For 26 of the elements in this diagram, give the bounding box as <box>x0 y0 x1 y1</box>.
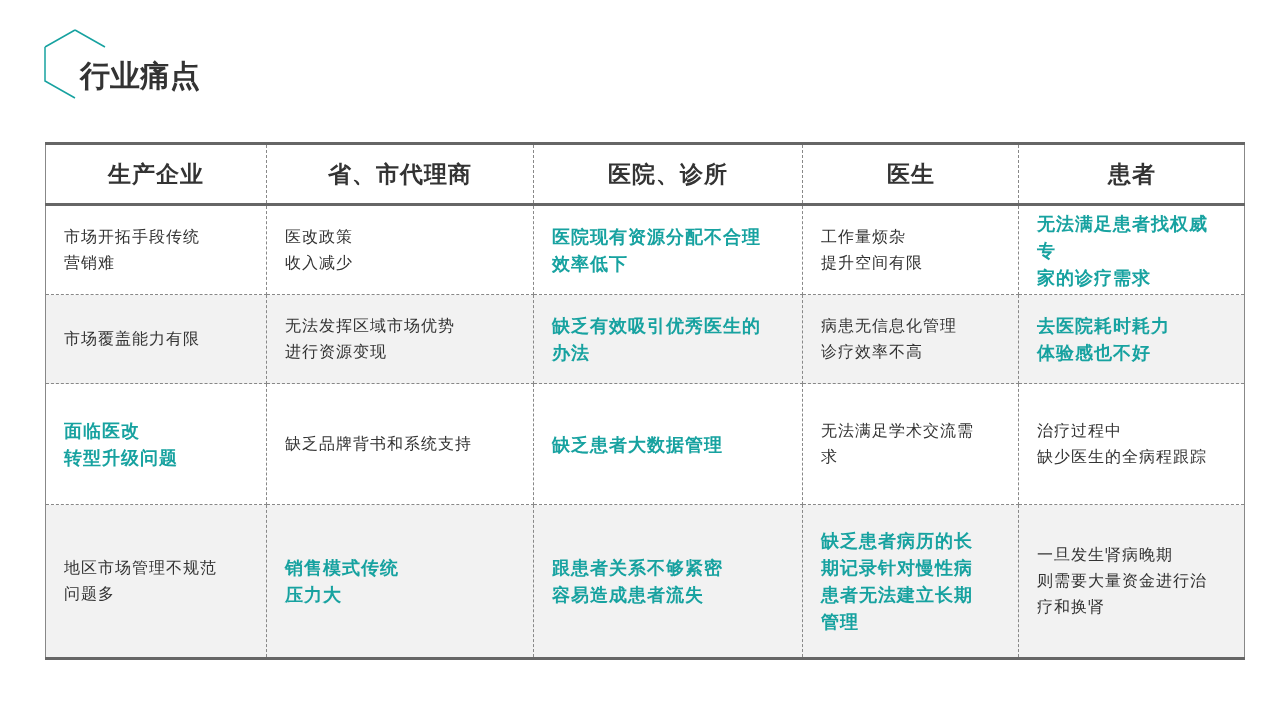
column-header: 患者 <box>1018 143 1245 205</box>
column-header: 省、市代理商 <box>266 143 534 205</box>
table-cell: 治疗过程中缺少医生的全病程跟踪 <box>1018 383 1245 505</box>
table-cell: 缺乏患者大数据管理 <box>533 383 803 505</box>
table-cell: 销售模式传统压力大 <box>266 504 534 659</box>
table-cell: 缺乏患者病历的长期记录针对慢性病患者无法建立长期管理 <box>802 504 1019 659</box>
page-title: 行业痛点 <box>80 57 200 95</box>
table-cell: 工作量烦杂提升空间有限 <box>802 204 1019 295</box>
table-cell: 无法满足患者找权威专家的诊疗需求 <box>1018 204 1245 295</box>
table-cell: 缺乏品牌背书和系统支持 <box>266 383 534 505</box>
table-cell: 地区市场管理不规范问题多 <box>45 504 267 659</box>
table-cell: 缺乏有效吸引优秀医生的办法 <box>533 294 803 384</box>
table-cell: 市场开拓手段传统营销难 <box>45 204 267 295</box>
table-cell: 一旦发生肾病晚期则需要大量资金进行治疗和换肾 <box>1018 504 1245 659</box>
table-cell: 跟患者关系不够紧密容易造成患者流失 <box>533 504 803 659</box>
column-header: 生产企业 <box>45 143 267 205</box>
table-cell: 无法满足学术交流需求 <box>802 383 1019 505</box>
column-header: 医院、诊所 <box>533 143 803 205</box>
table-cell: 医改政策收入减少 <box>266 204 534 295</box>
table-cell: 面临医改转型升级问题 <box>45 383 267 505</box>
column-header: 医生 <box>802 143 1019 205</box>
table-cell: 无法发挥区域市场优势进行资源变现 <box>266 294 534 384</box>
table-cell: 市场覆盖能力有限 <box>45 294 267 384</box>
table-cell: 医院现有资源分配不合理效率低下 <box>533 204 803 295</box>
table-cell: 病患无信息化管理诊疗效率不高 <box>802 294 1019 384</box>
table-cell: 去医院耗时耗力体验感也不好 <box>1018 294 1245 384</box>
